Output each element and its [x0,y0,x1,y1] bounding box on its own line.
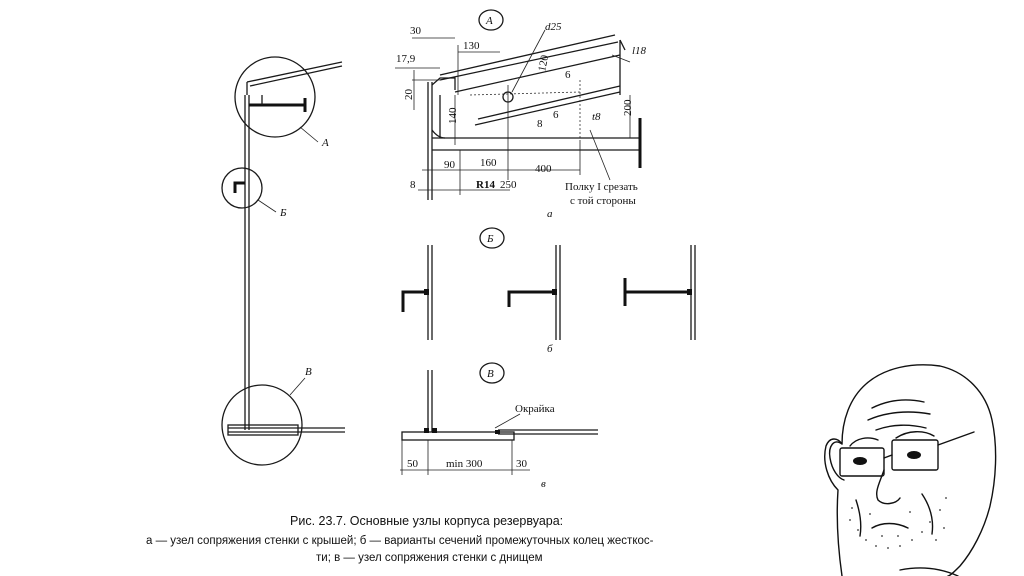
b1-angle [401,290,428,312]
caption-line1: а — узел сопряжения стенки с крышей; б —… [146,535,654,547]
a-dim-90: 90 [444,159,456,171]
circle-label-b-text: Б [486,233,494,245]
caption-line2: ти; в — узел сопряжения стенки с днищем [316,552,543,564]
v-annular [401,431,515,441]
leader-a [299,126,319,143]
b3-weld [687,289,692,295]
a-dim-6a: 6 [565,69,571,81]
a-dim-200: 200 [622,99,634,116]
a-sub-label: а [547,208,553,220]
a-dim-20: 20 [403,89,415,101]
b-sub-label: б [547,343,553,355]
a-fillet [431,129,446,139]
a-dim-6b: 6 [553,109,559,121]
a-dim-r14: R14 [476,179,495,191]
v-dim-50: 50 [407,458,419,470]
a-dim-8b: 8 [410,179,416,191]
b2-weld [552,289,557,295]
stubble [849,497,947,549]
a-dim-160: 160 [480,157,497,169]
a-d25-leader [511,29,546,93]
detail-a: А [395,9,647,220]
cheek-line-left [855,499,862,537]
a-dim-250: 250 [500,179,517,191]
collar [899,567,959,576]
ear [828,441,845,481]
v-okraika: Окрайка [515,403,555,415]
a-dim-8a: 8 [537,118,543,130]
node-label-b: Б [279,207,287,219]
a-dim-140: 140 [447,107,459,124]
nose [875,469,901,505]
a-rafter-bottom-2 [477,85,621,120]
eye-left [853,457,867,465]
b2-angle [507,290,556,307]
roof-line-inner [249,65,343,87]
brow-right [895,431,935,439]
v-weld-1 [424,428,429,433]
caption: Рис. 23.7. Основные узлы корпуса резерву… [146,514,654,564]
wrinkle-2 [867,411,931,421]
a-weld-1 [469,91,581,96]
caption-title: Рис. 23.7. Основные узлы корпуса резерву… [290,514,563,528]
tank-overview: A Б В [221,56,345,466]
v-dim-min300: min 300 [446,458,483,470]
a-note-line1: Полку I срезать [565,181,638,193]
annular-plate [227,424,299,436]
b1-weld [424,289,429,295]
a-dim-l18: l18 [632,45,647,57]
brow-left [849,437,879,447]
a-rafter-top [454,54,621,93]
mid-angle [233,181,245,193]
glasses-left-lens [839,447,885,477]
a-rafter-bottom [474,91,621,126]
node-label-a: A [321,137,329,149]
eye-right [907,451,921,459]
node-circle-b [221,167,263,209]
a-l18-leader [611,54,631,63]
circle-label-a-text: А [485,15,493,27]
a-dim-400: 400 [535,163,552,175]
detail-b: Б б [401,227,696,355]
a-note-leader [589,129,611,181]
v-dim-30: 30 [516,458,528,470]
mouth [871,522,909,529]
circle-label-v-text: В [487,368,494,380]
circle-label-a [478,9,504,31]
detail-v: В Окрайка 50 min 300 30 в [400,362,598,490]
wrinkle-3 [875,424,927,431]
a-note-line2: с той стороны [570,195,636,207]
a-ring-angle [431,77,456,90]
node-circle-a [234,56,316,138]
a-roof-top [439,34,616,76]
a-dim-t8: t8 [592,111,601,123]
glasses-arm [937,431,975,446]
v-weld-2 [432,428,437,433]
circle-label-v [479,362,505,384]
a-roof-top-2 [439,41,619,81]
roof-line [246,61,343,83]
node-label-v: В [305,366,312,378]
cheek-line-right [921,493,934,535]
leader-v [289,377,306,396]
a-break [619,39,626,51]
a-dim-d25: d25 [545,21,562,33]
v-sub-label: в [541,478,546,490]
a-dim-17-9: 17,9 [396,53,416,65]
leader-b [257,199,277,213]
circle-label-b [479,227,505,249]
head-outline [824,364,997,576]
a-dim-30: 30 [410,25,422,37]
wojak-face-illustration [824,364,997,576]
v-okraika-leader [494,413,521,429]
v-weld-3 [495,430,500,434]
glasses-bridge [883,454,893,459]
node-circle-v [221,384,303,466]
a-dim-130: 130 [463,40,480,52]
wrinkle-1 [871,399,925,409]
a-dim-120: 120 [536,54,551,73]
